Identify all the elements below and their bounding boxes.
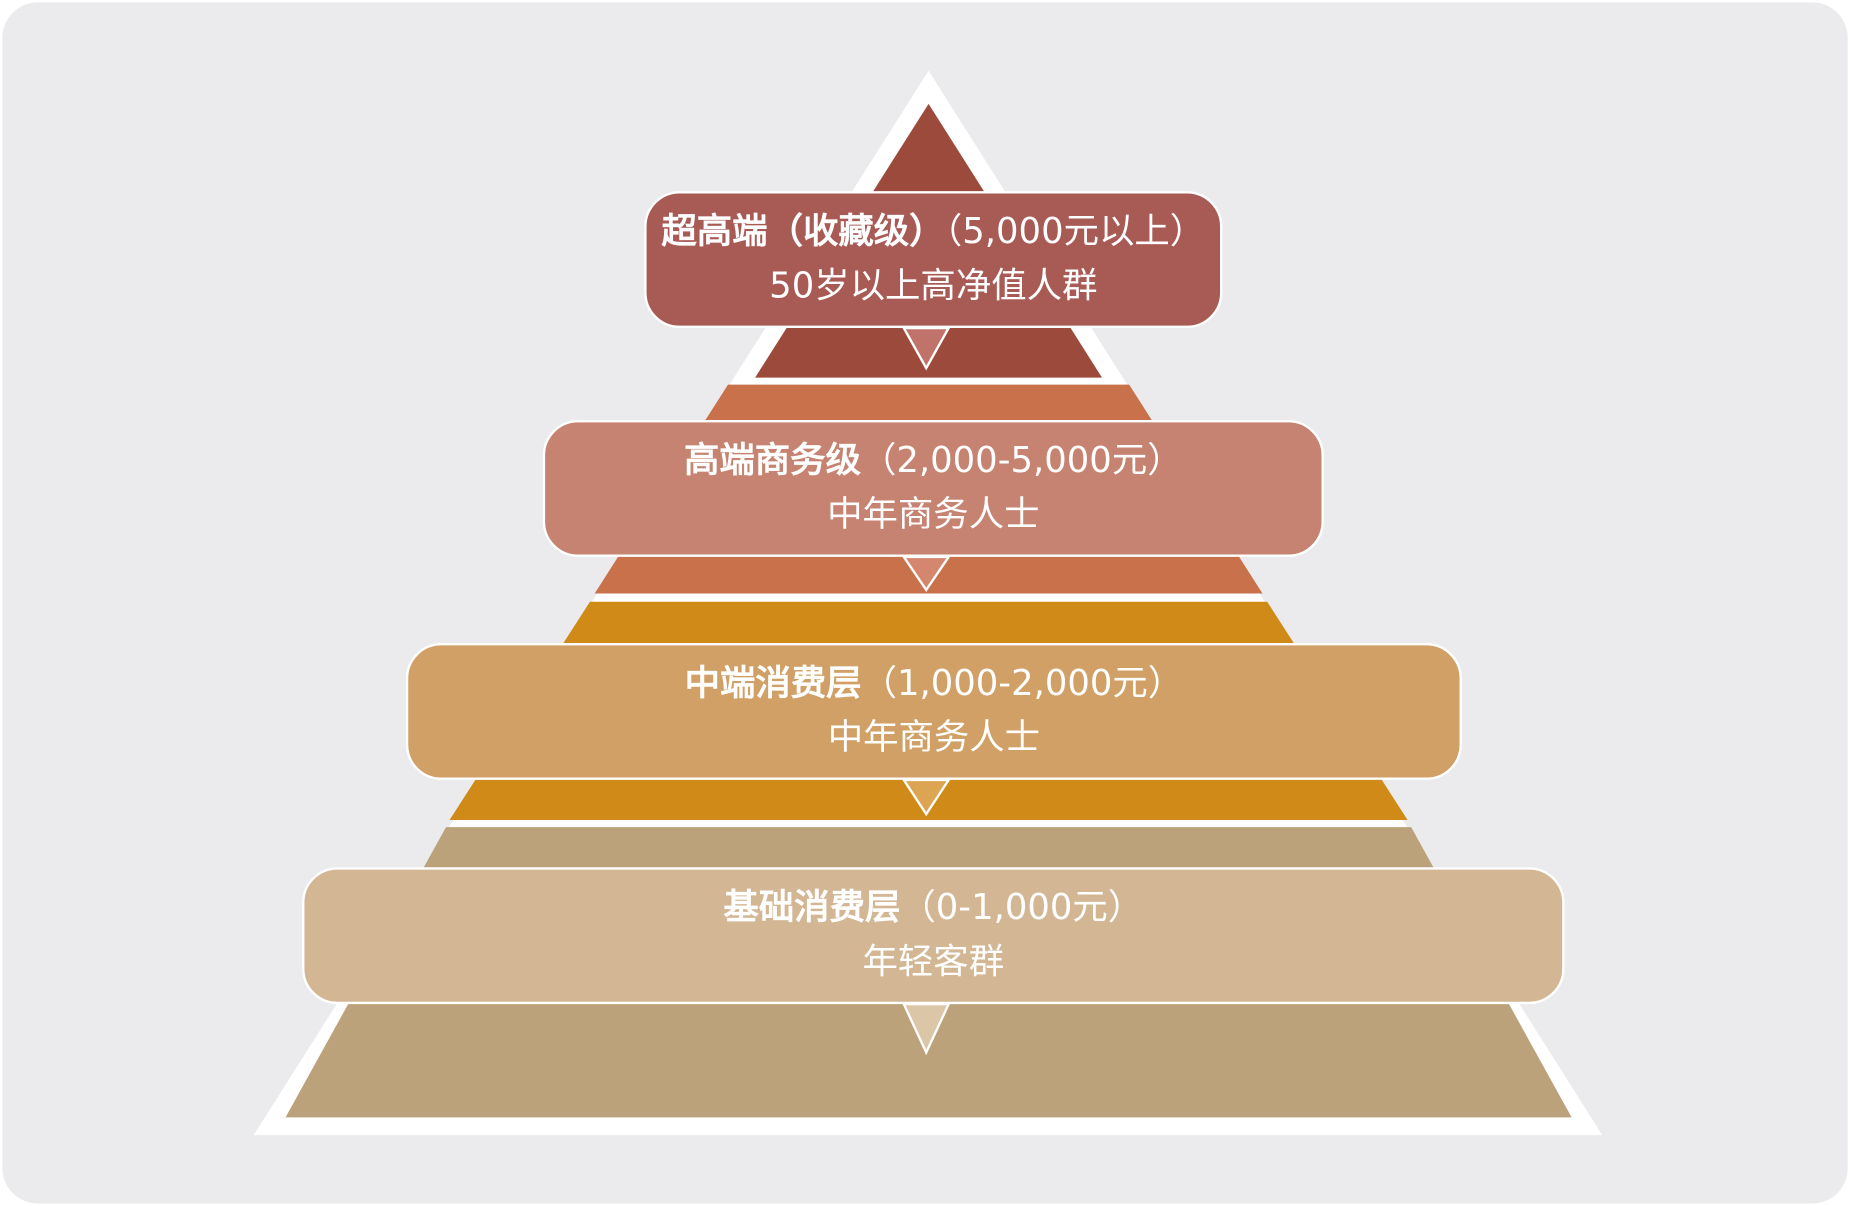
tier-box-3: 中端消费层（1,000-2,000元） 中年商务人士 bbox=[405, 643, 1462, 780]
tier-audience: 年轻客群 bbox=[862, 941, 1005, 983]
tier-range: （5,000元以上） bbox=[944, 211, 1206, 253]
tier-audience: 50岁以上高净值人群 bbox=[769, 265, 1098, 307]
tier-title: 超高端（收藏级） bbox=[661, 211, 945, 253]
tier-range: （1,000-2,000元） bbox=[861, 663, 1184, 705]
tier-title: 中端消费层 bbox=[684, 663, 862, 705]
tier-audience: 中年商务人士 bbox=[827, 717, 1041, 759]
tier-box-4: 基础消费层（0-1,000元） 年轻客群 bbox=[302, 867, 1565, 1005]
tier-range: （2,000-5,000元） bbox=[860, 440, 1183, 482]
tier-audience: 中年商务人士 bbox=[827, 494, 1040, 536]
tier-box-1: 超高端（收藏级）（5,000元以上） 50岁以上高净值人群 bbox=[644, 191, 1223, 329]
pointer-1 bbox=[901, 326, 951, 371]
tier-title: 基础消费层 bbox=[723, 887, 901, 929]
tier-title: 高端商务级 bbox=[683, 440, 861, 482]
tier-box-2: 高端商务级（2,000-5,000元） 中年商务人士 bbox=[542, 420, 1324, 557]
tier-range: （0-1,000元） bbox=[900, 887, 1144, 929]
